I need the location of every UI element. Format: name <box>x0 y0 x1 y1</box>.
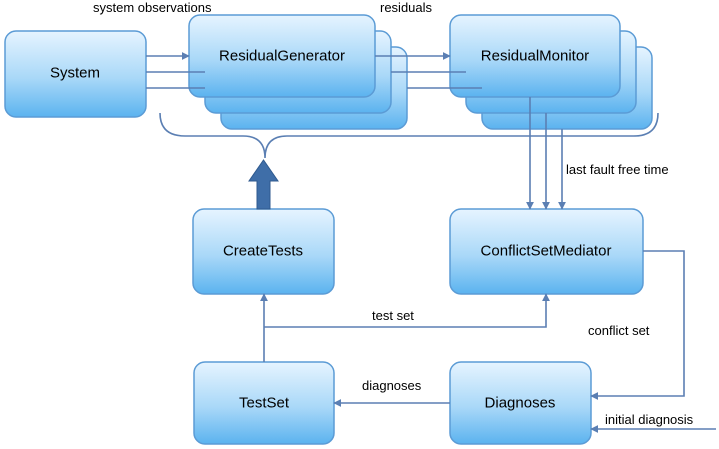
system-observations-label: system observations <box>93 0 212 15</box>
residual-monitor-label: ResidualMonitor <box>481 48 589 65</box>
group-brace <box>159 112 659 159</box>
residuals-label: residuals <box>380 0 433 15</box>
diagnoses-label: Diagnoses <box>485 395 556 412</box>
system-box <box>4 30 147 118</box>
system-label: System <box>50 65 100 82</box>
test-set-edge-label: test set <box>372 308 414 323</box>
create-tests-big-arrow <box>248 159 279 210</box>
conflict-set-mediator-label: ConflictSetMediator <box>481 243 612 260</box>
diagnoses-edge-label: diagnoses <box>362 378 422 393</box>
residual-generator-label: ResidualGenerator <box>219 48 345 65</box>
last-fault-free-time-label: last fault free time <box>566 162 669 177</box>
test-set-label: TestSet <box>239 395 290 412</box>
initial-diagnosis-label: initial diagnosis <box>605 412 694 427</box>
create-tests-label: CreateTests <box>223 243 303 260</box>
conflict-set-label: conflict set <box>588 323 650 338</box>
conflict-set-arrow <box>590 250 685 400</box>
test-set-to-conflict-mediator-arrow <box>264 293 550 328</box>
